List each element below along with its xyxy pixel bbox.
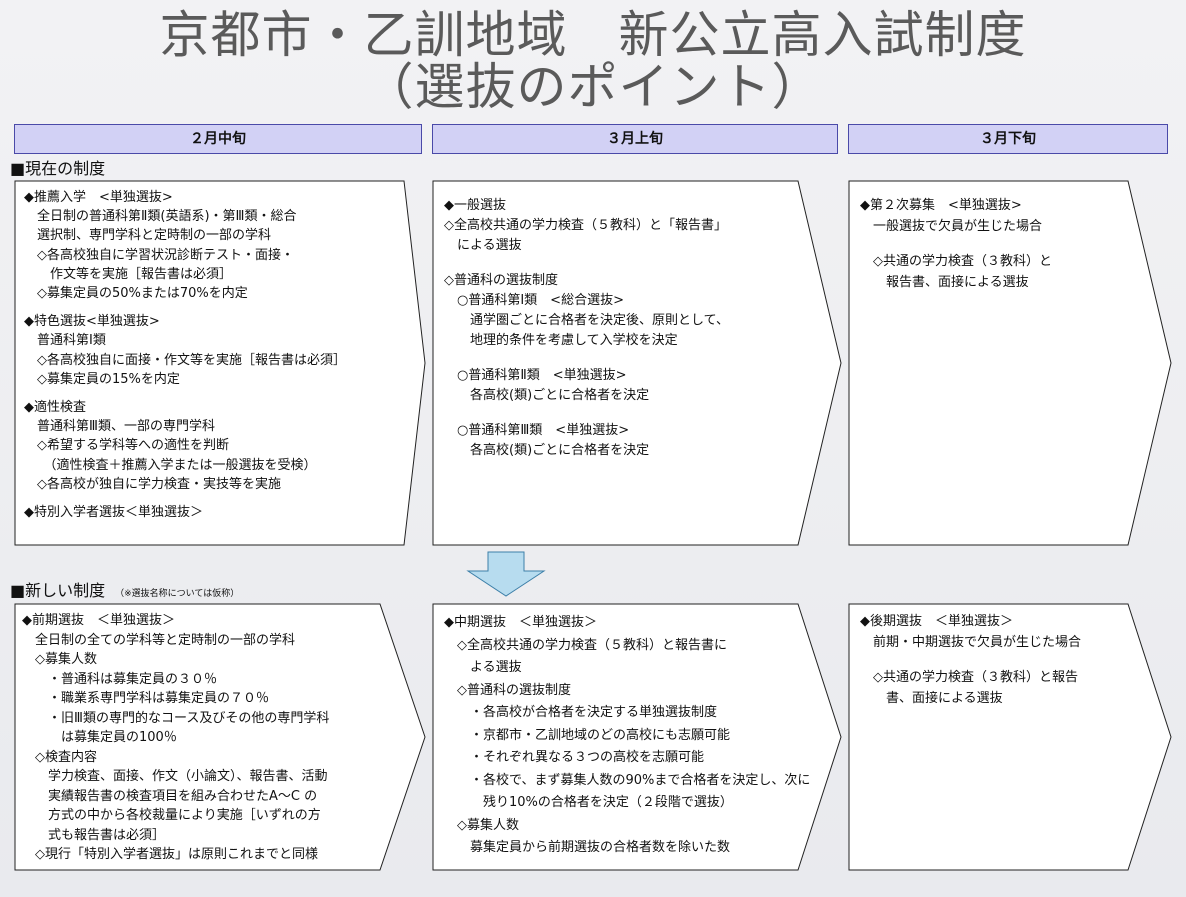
text-line: ・それぞれ異なる３つの高校を志願可能 <box>444 750 705 765</box>
new-feb-arrow-box <box>14 603 426 871</box>
text-line: ・職業系専門学科は募集定員の７０％ <box>22 691 270 706</box>
text-line: 実績報告書の検査項目を組み合わせたA～C の <box>22 788 318 804</box>
text-line: ・旧Ⅲ類の専門的なコース及びその他の専門学科 <box>22 710 330 726</box>
text-line: 普通科第Ⅲ類、一部の専門学科 <box>24 419 215 435</box>
text-line: ◇普通科の選抜制度 <box>444 273 558 288</box>
period-header-feb-mid: ２月中旬 <box>14 124 422 154</box>
line-gap <box>24 494 346 503</box>
text-line: 学力検査、面接、作文（小論文）、報告書、活動 <box>22 769 328 784</box>
text-line: （適性検査＋推薦入学または一般選抜を受検） <box>24 457 317 473</box>
text-line: ◇検査内容 <box>22 749 97 765</box>
text-line: による選抜 <box>444 238 522 253</box>
text-line: 書、面接による選抜 <box>860 690 1003 706</box>
text-line: 式も報告書は必須］ <box>22 827 166 843</box>
current-feb-arrow-box <box>14 180 426 546</box>
text-line: ◆推薦入学 <単独選抜> <box>24 190 173 205</box>
text-line: よる選抜 <box>444 660 522 675</box>
line-gap <box>444 351 729 366</box>
text-line: 各高校(類)ごとに合格者を決定 <box>444 388 650 403</box>
text-line: 地理的条件を考慮して入学校を決定 <box>444 333 678 348</box>
line-gap <box>860 653 1081 668</box>
text-line: ◆特色選抜<単独選抜> <box>24 314 160 330</box>
text-line: 作文等を実施［報告書は必須］ <box>24 266 233 282</box>
text-line: ◆後期選抜 ＜単独選抜＞ <box>860 614 1013 629</box>
text-line: は募集定員の100％ <box>22 730 177 745</box>
text-line: ◇共通の学力検査（３教科）と <box>860 254 1052 269</box>
current-early-mar-text: ◆一般選抜 ◇全高校共通の学力検査（５教科）と「報告書」 による選抜 ◇普通科の選抜… <box>444 196 729 461</box>
text-line: 全日制の全ての学科等と定時制の一部の学科 <box>22 632 296 648</box>
new-early-mar-arrow-box <box>432 603 842 871</box>
text-line: ◇全高校共通の学力検査（５教科）と「報告書」 <box>444 218 727 233</box>
section-current-text: ■現在の制度 <box>10 159 106 178</box>
text-line: 通学圏ごとに合格者を決定後、原則として、 <box>444 313 729 328</box>
text-line: ◆前期選抜 ＜単独選抜＞ <box>22 613 175 628</box>
text-line: ◇募集定員の50%または70%を内定 <box>24 286 248 302</box>
new-feb-text: ◆前期選抜 ＜単独選抜＞ 全日制の全ての学科等と定時制の一部の学科 ◇募集人数 … <box>22 611 329 865</box>
text-line: ・普通科は募集定員の３０％ <box>22 671 218 687</box>
text-line: ◆適性検査 <box>24 400 86 416</box>
new-late-mar-text: ◆後期選抜 ＜単独選抜＞ 前期・中期選抜で欠員が生じた場合 ◇共通の学力検査（３… <box>860 612 1081 709</box>
section-current-label: ■現在の制度 <box>10 159 105 179</box>
line-gap <box>444 256 729 271</box>
text-line: ◆特別入学者選抜＜単独選抜＞ <box>24 505 203 521</box>
text-line: ・各校で、まず募集人数の90%まで合格者を決定し、次に <box>444 772 811 788</box>
section-new-note: （※選抜名称については仮称） <box>115 589 240 599</box>
text-line: ◇現行「特別入学者選抜」は原則これまでと同様 <box>22 847 318 862</box>
line-gap <box>444 406 729 421</box>
text-line: ・京都市・乙訓地域のどの高校にも志願可能 <box>444 727 731 743</box>
text-line: 報告書、面接による選抜 <box>860 274 1029 290</box>
text-line: ◆第２次募集 <単独選抜> <box>860 198 1022 213</box>
text-line: 全日制の普通科第Ⅱ類(英語系)・第Ⅲ類・総合 <box>24 209 297 225</box>
text-line: ◇希望する学科等への適性を判断 <box>24 438 229 454</box>
title-line-2: （選抜のポイント） <box>363 58 823 116</box>
current-late-mar-arrow-box <box>848 180 1172 546</box>
text-line: ◇各高校独自に学習状況診断テスト・面接・ <box>24 247 294 263</box>
text-line: ○普通科第Ⅱ類 <単独選抜> <box>444 368 627 383</box>
text-line: ◇募集人数 <box>444 817 519 833</box>
text-line: 方式の中から各校裁量により実施［いずれの方 <box>22 808 321 823</box>
text-line: ○普通科第Ⅰ類 <総合選抜> <box>444 293 624 308</box>
text-line: ・各高校が合格者を決定する単独選抜制度 <box>444 705 718 720</box>
text-line: ◇共通の学力検査（３教科）と報告 <box>860 670 1078 685</box>
section-new-label: ■新しい制度 （※選抜名称については仮称） <box>10 581 239 604</box>
period-header-mar-early: ３月上旬 <box>432 124 838 154</box>
text-line: ◇各高校が独自に学力検査・実技等を実施 <box>24 476 281 492</box>
text-line: ◇各高校独自に面接・作文等を実施［報告書は必須］ <box>24 352 346 368</box>
current-early-mar-arrow-box <box>432 180 842 546</box>
text-line: 各高校(類)ごとに合格者を決定 <box>444 443 650 458</box>
line-gap <box>860 237 1052 252</box>
text-line: 募集定員から前期選抜の合格者数を除いた数 <box>444 840 731 855</box>
current-feb-text: ◆推薦入学 <単独選抜> 全日制の普通科第Ⅱ類(英語系)・第Ⅲ類・総合 選択制、… <box>24 188 346 522</box>
period-header-mar-late: ３月下旬 <box>848 124 1168 154</box>
text-line: ◇普通科の選抜制度 <box>444 682 571 698</box>
new-early-mar-text: ◆中期選抜 ＜単独選抜＞ ◇全高校共通の学力検査（５教科）と報告書に よる選抜 … <box>444 612 810 860</box>
title-line-1: 京都市・乙訓地域 新公立高入試制度 <box>159 6 1027 64</box>
line-gap <box>24 389 346 398</box>
text-line: 普通科第Ⅰ類 <box>24 333 106 349</box>
text-line: ◆中期選抜 ＜単独選抜＞ <box>444 615 597 630</box>
text-line: 残り10%の合格者を決定（２段階で選抜） <box>444 795 733 810</box>
text-line: ◇募集人数 <box>22 652 97 667</box>
down-arrow-icon <box>466 551 546 597</box>
current-late-mar-text: ◆第２次募集 <単独選抜> 一般選抜で欠員が生じた場合 ◇共通の学力検査（３教科… <box>860 196 1052 293</box>
text-line: ◇募集定員の15%を内定 <box>24 371 180 387</box>
text-line: 選択制、専門学科と定時制の一部の学科 <box>24 228 272 244</box>
text-line: 一般選抜で欠員が生じた場合 <box>860 218 1043 234</box>
text-line: ◆一般選抜 <box>444 198 506 213</box>
text-line: 前期・中期選抜で欠員が生じた場合 <box>860 634 1082 650</box>
line-gap <box>24 303 346 312</box>
text-line: ○普通科第Ⅲ類 <単独選抜> <box>444 423 630 438</box>
new-late-mar-arrow-box <box>848 603 1172 871</box>
text-line: ◇全高校共通の学力検査（５教科）と報告書に <box>444 637 727 653</box>
section-new-text: ■新しい制度 <box>10 581 106 600</box>
